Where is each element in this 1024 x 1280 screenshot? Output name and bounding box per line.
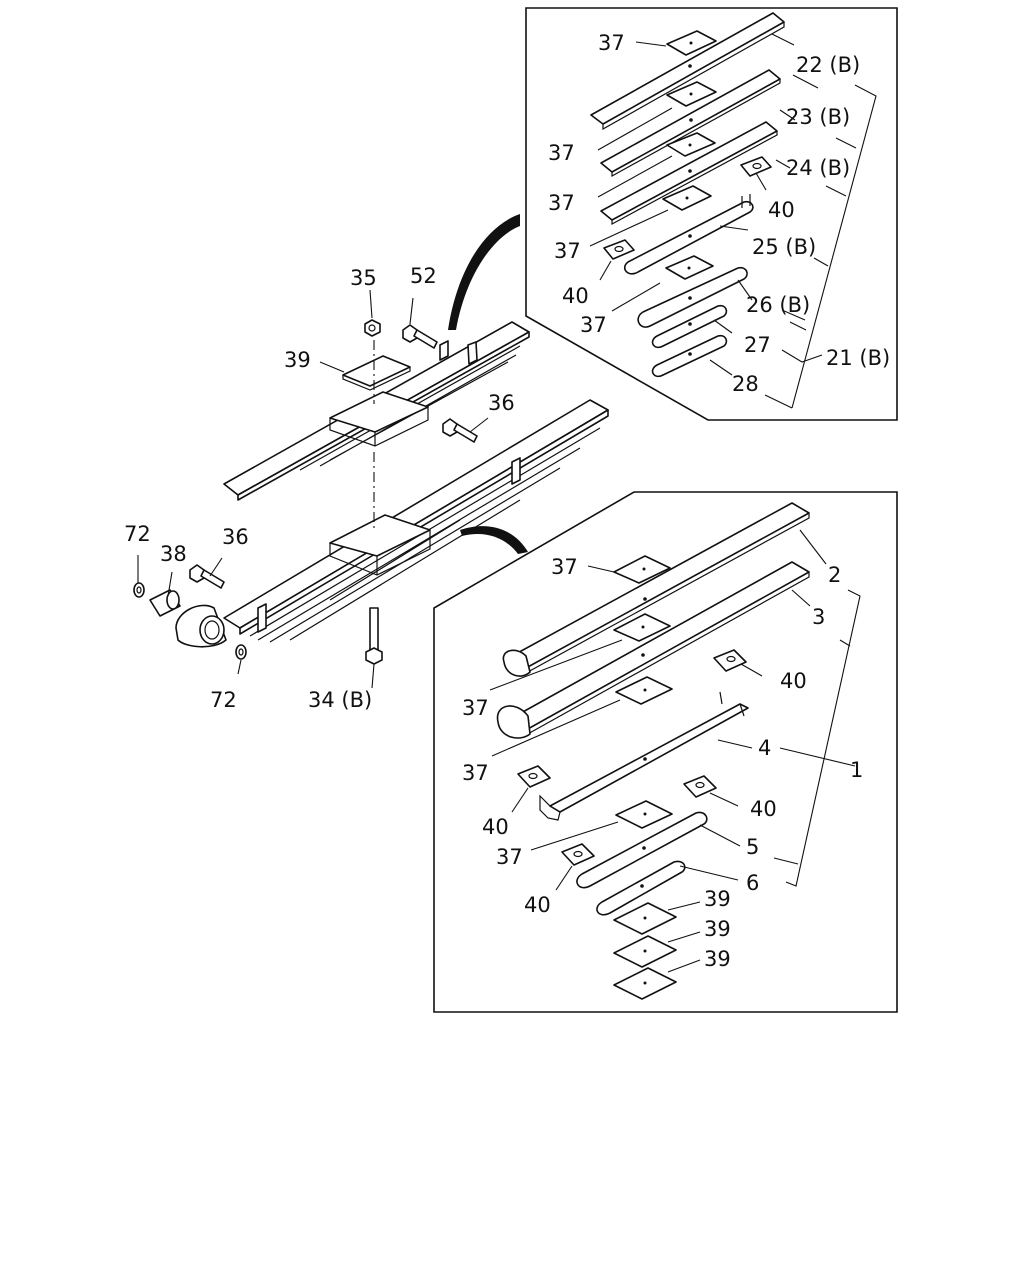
liner-37-a bbox=[666, 30, 717, 56]
label-37-e: 37 bbox=[580, 313, 607, 337]
label-39-c: 39 bbox=[704, 947, 731, 971]
spacer-40-d bbox=[517, 765, 551, 788]
washer-72-left bbox=[133, 582, 145, 598]
label-36-lower: 36 bbox=[222, 525, 249, 549]
leaf-4 bbox=[539, 691, 749, 821]
label-37-f: 37 bbox=[551, 555, 578, 579]
label-72-right: 72 bbox=[210, 688, 237, 712]
label-40-d: 40 bbox=[482, 815, 509, 839]
spacer-40-a bbox=[740, 156, 772, 177]
label-22: 22 (B) bbox=[796, 53, 860, 77]
label-37-i: 37 bbox=[496, 845, 523, 869]
main-spring-assembly bbox=[175, 399, 609, 648]
spacer-39-b bbox=[613, 935, 677, 968]
label-21: 21 (B) bbox=[826, 346, 890, 370]
spacer-40-c bbox=[713, 649, 747, 672]
bolt-52 bbox=[402, 324, 438, 349]
leaf-6 bbox=[596, 860, 686, 916]
label-37-a: 37 bbox=[598, 31, 625, 55]
leaf-27 bbox=[651, 304, 728, 349]
washer-72-right bbox=[235, 644, 247, 660]
label-40-c: 40 bbox=[780, 669, 807, 693]
label-25: 25 (B) bbox=[752, 235, 816, 259]
leader-lines-main bbox=[137, 289, 489, 689]
label-40-b: 40 bbox=[562, 284, 589, 308]
liner-37-f bbox=[613, 555, 671, 584]
label-40-e: 40 bbox=[750, 797, 777, 821]
leaf-2 bbox=[502, 502, 810, 677]
bushing-38 bbox=[149, 589, 181, 617]
label-28: 28 bbox=[732, 372, 759, 396]
leaf-24 bbox=[600, 121, 778, 226]
liner-37-h bbox=[615, 676, 673, 705]
label-34: 34 (B) bbox=[308, 688, 372, 712]
part-number-labels: 22 (B) 23 (B) 24 (B) 25 (B) 26 (B) 27 28… bbox=[124, 31, 890, 971]
label-52: 52 bbox=[410, 264, 437, 288]
label-37-c: 37 bbox=[548, 191, 575, 215]
leader-lines-upper bbox=[589, 33, 819, 409]
liner-37-i bbox=[615, 800, 673, 829]
label-39-main: 39 bbox=[284, 348, 311, 372]
label-1: 1 bbox=[850, 758, 863, 782]
bolt-36-lower bbox=[189, 564, 225, 589]
leaf-26 bbox=[637, 266, 748, 328]
label-39-b: 39 bbox=[704, 917, 731, 941]
label-4: 4 bbox=[758, 736, 771, 760]
liner-37-c bbox=[666, 132, 716, 157]
label-36-upper: 36 bbox=[488, 391, 515, 415]
label-37-b: 37 bbox=[548, 141, 575, 165]
leaf-23 bbox=[600, 69, 781, 178]
auxiliary-spring-assembly bbox=[223, 321, 530, 501]
arrow-to-upper-detail bbox=[448, 214, 520, 330]
label-24: 24 (B) bbox=[786, 156, 850, 180]
leaf-3 bbox=[496, 561, 810, 739]
spacer-40-f bbox=[561, 843, 595, 866]
label-38: 38 bbox=[160, 542, 187, 566]
label-39-a: 39 bbox=[704, 887, 731, 911]
aux-spring-detail-frame bbox=[525, 7, 898, 421]
spacer-39-main bbox=[342, 355, 411, 391]
label-40-f: 40 bbox=[524, 893, 551, 917]
label-72-left: 72 bbox=[124, 522, 151, 546]
spacer-39-c bbox=[613, 967, 677, 1000]
label-37-d: 37 bbox=[554, 239, 581, 263]
label-37-h: 37 bbox=[462, 761, 489, 785]
main-spring-detail-frame bbox=[433, 491, 898, 1013]
liner-37-b bbox=[666, 81, 717, 107]
label-5: 5 bbox=[746, 835, 759, 859]
liner-37-e bbox=[665, 255, 714, 280]
bracket-21 bbox=[781, 84, 877, 409]
center-bolt-34 bbox=[365, 607, 383, 665]
liner-37-d bbox=[662, 185, 712, 211]
liner-37-g bbox=[613, 613, 671, 642]
label-2: 2 bbox=[828, 563, 841, 587]
label-26: 26 (B) bbox=[746, 293, 810, 317]
nut-35 bbox=[364, 319, 381, 337]
arrow-to-lower-detail bbox=[460, 526, 528, 554]
label-27: 27 bbox=[744, 333, 771, 357]
leaf-28 bbox=[651, 334, 728, 378]
leaf-22 bbox=[590, 12, 785, 131]
bracket-1 bbox=[773, 589, 861, 887]
label-3: 3 bbox=[812, 605, 825, 629]
label-23: 23 (B) bbox=[786, 105, 850, 129]
label-6: 6 bbox=[746, 871, 759, 895]
spacer-40-b bbox=[603, 239, 635, 260]
spacer-40-e bbox=[683, 775, 717, 798]
spacer-39-a bbox=[613, 902, 677, 935]
label-35: 35 bbox=[350, 266, 377, 290]
leader-lines-lower bbox=[489, 529, 827, 973]
label-40-a: 40 bbox=[768, 198, 795, 222]
label-37-g: 37 bbox=[462, 696, 489, 720]
leaf-5 bbox=[576, 811, 708, 889]
leaf-25 bbox=[623, 194, 754, 275]
